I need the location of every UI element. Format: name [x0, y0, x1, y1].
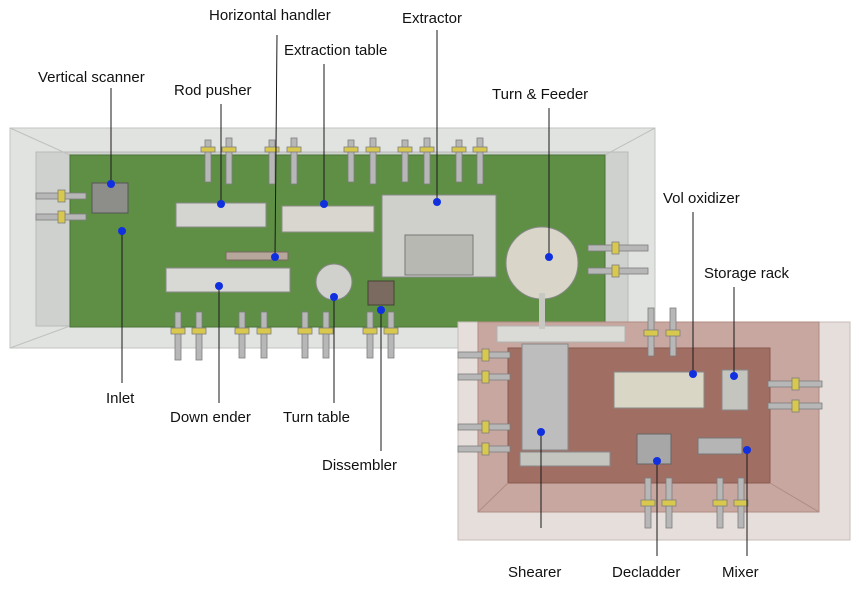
turn-feeder-stem	[539, 293, 545, 329]
manipulators-bottom	[170, 311, 399, 361]
marker-dissembler	[377, 306, 385, 314]
label-mixer: Mixer	[722, 564, 759, 581]
label-horizontal-handler: Horizontal handler	[209, 7, 331, 24]
marker-decladder	[653, 457, 661, 465]
leader-markers	[107, 180, 751, 465]
label-turn-table: Turn table	[283, 409, 350, 426]
equipment-second	[519, 343, 749, 467]
marker-vol-oxidizer	[689, 370, 697, 378]
marker-storage-rack	[730, 372, 738, 380]
shearer-body	[521, 343, 569, 451]
marker-mixer	[743, 446, 751, 454]
label-decladder: Decladder	[612, 564, 681, 581]
marker-turn-table	[330, 293, 338, 301]
turn-feeder-body	[505, 226, 579, 300]
label-dissembler: Dissembler	[322, 457, 398, 474]
label-vol-oxidizer: Vol oxidizer	[663, 190, 740, 207]
extraction-table-body	[281, 205, 375, 233]
marker-inlet	[118, 227, 126, 235]
horizontal-handler-body	[225, 251, 289, 261]
label-extraction-table: Extraction table	[284, 42, 388, 59]
marker-extractor	[433, 198, 441, 206]
marker-extraction-table	[320, 200, 328, 208]
dissembler-body	[367, 280, 395, 306]
label-shearer: Shearer	[508, 564, 562, 581]
mixer-body	[697, 437, 743, 455]
marker-vertical-scanner	[107, 180, 115, 188]
label-down-ender: Down ender	[170, 409, 251, 426]
marker-down-ender	[215, 282, 223, 290]
down-ender-body	[165, 267, 291, 293]
marker-horizontal-handler	[271, 253, 279, 261]
label-rod-pusher: Rod pusher	[174, 82, 252, 99]
manipulators-top	[200, 137, 488, 185]
manipulators-sides-main	[35, 189, 649, 278]
marker-rod-pusher	[217, 200, 225, 208]
vol-oxidizer-body	[613, 371, 705, 409]
shearer-base	[519, 451, 611, 467]
label-turn-feeder: Turn & Feeder	[492, 86, 589, 103]
transfer-duct	[496, 325, 626, 343]
leader-lines	[110, 30, 748, 556]
extractor-detail	[404, 234, 474, 276]
marker-shearer	[537, 428, 545, 436]
leader-line-horizontal-handler	[274, 34, 278, 258]
label-vertical-scanner: Vertical scanner	[38, 69, 145, 86]
label-storage-rack: Storage rack	[704, 265, 790, 282]
manipulators-second-cell	[457, 307, 823, 529]
label-extractor: Extractor	[402, 10, 463, 27]
label-inlet: Inlet	[106, 390, 135, 407]
marker-turn-feeder	[545, 253, 553, 261]
